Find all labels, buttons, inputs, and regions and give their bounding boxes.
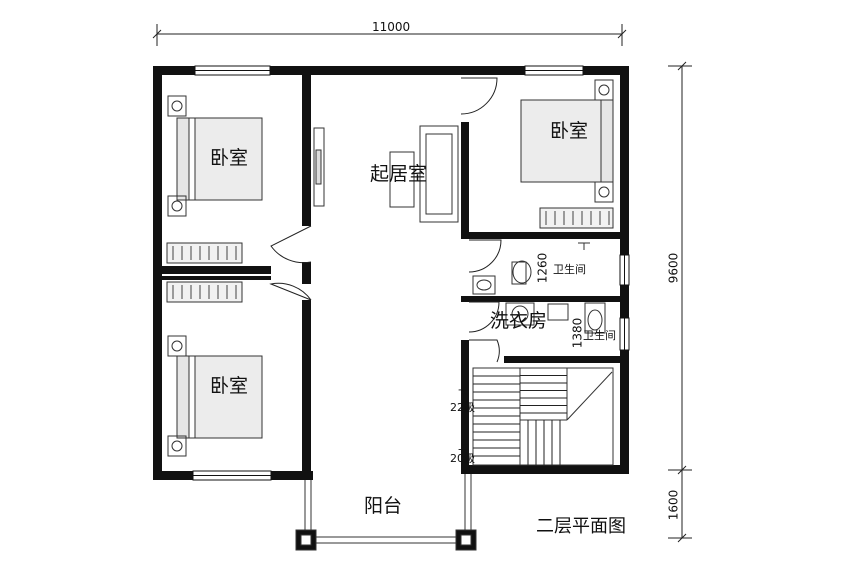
bedroom-top-right-label: 卧室 [550,120,589,142]
doors [269,77,502,363]
dimension-height-main-label: 9600 [666,250,681,286]
dimension-bath-lower-label: 1380 [570,315,585,351]
stair-down-label: 下 [458,388,469,401]
dimension-lines [152,24,692,543]
laundry-room-label: 洗衣房 [490,310,548,332]
dimension-height-balcony-label: 1600 [666,487,681,523]
stair-treads [473,375,567,465]
wardrobe-hangers [172,211,610,299]
bathroom-lower-label: 卫生间 [583,329,616,342]
bedroom-bottom-left-label: 卧室 [210,375,249,397]
stair-up-steps: 20级 [450,452,475,465]
furniture [166,79,614,551]
drawing-title: 二层平面图 [536,516,626,537]
dimension-width-label: 11000 [370,20,413,34]
dimension-bath-upper-label: 1260 [535,250,550,286]
windows [192,65,630,481]
stair-up-label: 上 [458,439,469,452]
balcony-label: 阳台 [364,495,403,517]
stair-down-steps: 22级 [450,401,475,414]
bedroom-top-left-label: 卧室 [210,147,249,169]
bathroom-upper-label: 卫生间 [553,263,586,276]
living-room-label: 起居室 [370,163,428,185]
